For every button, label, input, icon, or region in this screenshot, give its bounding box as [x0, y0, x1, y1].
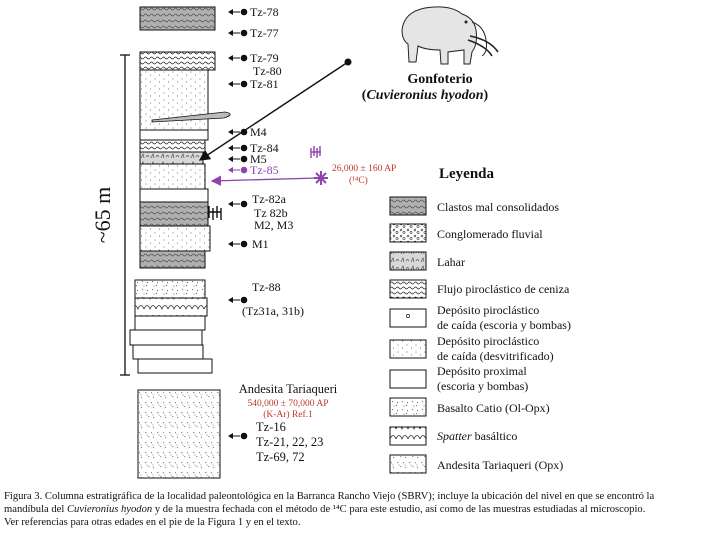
layer-clasts-3 [139, 250, 206, 269]
dated-sample: 26,000 ± 160 AP (¹⁴C) [210, 164, 396, 186]
legend-swatch-andesite [389, 454, 427, 474]
svg-text:Tz-81: Tz-81 [250, 77, 279, 91]
legend-label-5b: de caída (desvitrificado) [437, 349, 554, 363]
legend-swatch-fall-devit [389, 339, 427, 359]
date-14c-method: (¹⁴C) [349, 175, 368, 186]
legend-title: Leyenda [439, 166, 495, 182]
sample-tz88-marker [228, 296, 248, 304]
lens-shape [151, 111, 231, 123]
svg-text:Tz-84: Tz-84 [250, 141, 279, 155]
layer-fall [139, 225, 211, 252]
sample-tz88: Tz-88 [252, 280, 281, 294]
base-unit-title: Andesita Tariaqueri [239, 382, 338, 396]
layer-proximal-2 [139, 188, 209, 203]
fossil-species-line: (Cuvieronius hyodon) [362, 88, 489, 103]
base-unit-method: (K-Ar) Ref.1 [263, 409, 313, 420]
sample-tz82a: Tz-82a [228, 192, 287, 208]
layer-ash-2 [139, 139, 206, 153]
legend-label-8: Spatter basáltico [437, 429, 517, 443]
layer-ash [139, 51, 216, 71]
svg-text:Tz-78: Tz-78 [250, 5, 279, 19]
legend-label-3: Flujo piroclástico de ceniza [437, 282, 570, 296]
legend-label-6b: (escoria y bombas) [437, 379, 528, 393]
caption-line-3: Ver referencias para otras edades en el … [4, 517, 301, 528]
svg-text:Tz-77: Tz-77 [250, 26, 279, 40]
layer-dots-2 [139, 163, 206, 190]
layer-spatter [134, 297, 208, 317]
legend-label-4b: de caída (escoria y bombas) [437, 318, 571, 332]
base-unit-sample2: Tz-21, 22, 23 [256, 435, 323, 449]
layer-proximal-5 [132, 344, 204, 360]
legend-label-4a: Depósito piroclástico [437, 303, 539, 317]
legend-label-5a: Depósito piroclástico [437, 334, 539, 348]
sample-tz82b: Tz 82b [254, 206, 288, 220]
base-unit-age: 540,000 ± 70,000 AP [248, 399, 329, 409]
sample-m5: M5 [228, 152, 267, 166]
fossil-name: Gonfoterio [407, 72, 472, 87]
base-unit-sample1: Tz-16 [256, 420, 286, 434]
sample-m2m3: M2, M3 [254, 218, 293, 232]
legend-label-2: Lahar [437, 255, 465, 269]
legend-label-6a: Depósito proximal [437, 364, 527, 378]
thickness-bar: ~65 m [90, 54, 130, 376]
svg-text:M5: M5 [250, 152, 267, 166]
layer-basalt [134, 279, 206, 299]
sample-tz16-marker [228, 432, 248, 440]
legend-swatch-fall-scoria [389, 308, 427, 328]
legend-label-9: Andesita Tariaqueri (Opx) [437, 458, 563, 472]
base-unit-sample3: Tz-69, 72 [256, 450, 305, 464]
sample-tz79: Tz-79 [228, 51, 279, 65]
legend-swatch-spatter [389, 426, 427, 446]
sample-tz31: (Tz31a, 31b) [242, 304, 304, 318]
sample-markers: Tz-78 Tz-77 Tz-79 Tz-80 Tz-81 M4 Tz-84 M… [228, 5, 304, 440]
layer-clasts [139, 6, 216, 31]
layer-andesite [137, 389, 221, 479]
sample-tz77: Tz-77 [228, 26, 279, 40]
layer-proximal-6 [137, 358, 213, 374]
sample-tz85: Tz-85 [228, 163, 279, 177]
legend-label-1: Conglomerado fluvial [437, 227, 543, 241]
starburst-icon [314, 171, 328, 185]
layer-proximal [139, 129, 209, 141]
scale-label: ~65 m [90, 187, 115, 244]
svg-text:Tz-85: Tz-85 [250, 163, 279, 177]
jaw-bone-purple-icon [310, 146, 321, 158]
figure-caption: Figura 3. Columna estratigráfica de la l… [4, 490, 708, 529]
date-14c-value: 26,000 ± 160 AP [332, 164, 396, 174]
legend-swatch-basalt [389, 397, 427, 417]
svg-text:Tz-79: Tz-79 [250, 51, 279, 65]
svg-text:M1: M1 [252, 237, 269, 251]
caption-line-1: Figura 3. Columna estratigráfica de la l… [4, 491, 655, 502]
layer-proximal-3 [134, 315, 206, 331]
legend-swatch-proximal [389, 369, 427, 389]
svg-text:Tz-82a: Tz-82a [252, 192, 287, 206]
jaw-bone-icon [208, 206, 222, 220]
sample-tz78: Tz-78 [228, 5, 279, 19]
legend-swatch-clasts [389, 196, 427, 216]
layer-clasts-2 [139, 201, 209, 227]
base-unit: Andesita Tariaqueri 540,000 ± 70,000 AP … [239, 382, 338, 464]
sample-tz80: Tz-80 [253, 64, 282, 78]
layer-lahar [139, 151, 204, 165]
sample-tz84: Tz-84 [228, 141, 279, 155]
legend-label-0: Clastos mal consolidados [437, 200, 559, 214]
legend-swatch-ash [389, 279, 427, 299]
sample-m1: M1 [228, 237, 269, 251]
legend-swatch-lahar [389, 251, 427, 271]
layer-proximal-4 [129, 329, 203, 346]
legend-label-7: Basalto Catio (Ol-Opx) [437, 401, 550, 415]
gomphothere-icon [401, 6, 499, 65]
legend-swatch-conglomerate [389, 223, 427, 243]
sample-tz81: Tz-81 [228, 77, 279, 91]
legend: Leyenda Clastos mal consolidados Conglom… [389, 166, 571, 474]
strat-column [129, 6, 231, 479]
svg-text:M4: M4 [250, 125, 267, 139]
fossil-pointer [198, 58, 352, 161]
caption-line-2: mandíbula del Cuvieronius hyodon y de la… [4, 504, 646, 515]
